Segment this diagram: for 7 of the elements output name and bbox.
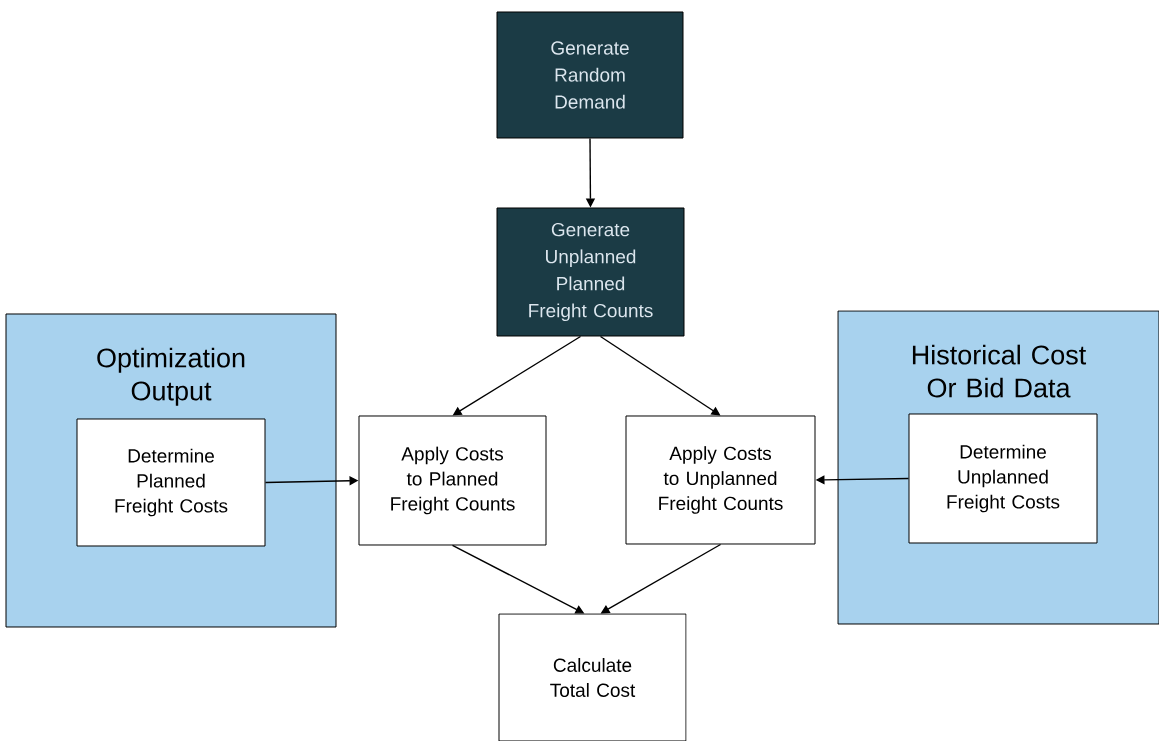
process-box: Generate Unplanned Planned Freight Counts xyxy=(496,207,685,337)
process-box: Determine Unplanned Freight Costs xyxy=(908,413,1098,544)
process-box: Apply Costs to Planned Freight Counts xyxy=(358,415,547,546)
process-box: Determine Planned Freight Costs xyxy=(76,418,266,547)
process-box: Apply Costs to Unplanned Freight Counts xyxy=(625,415,816,545)
process-box: Calculate Total Cost xyxy=(498,613,687,741)
process-box: Generate Random Demand xyxy=(496,11,684,139)
